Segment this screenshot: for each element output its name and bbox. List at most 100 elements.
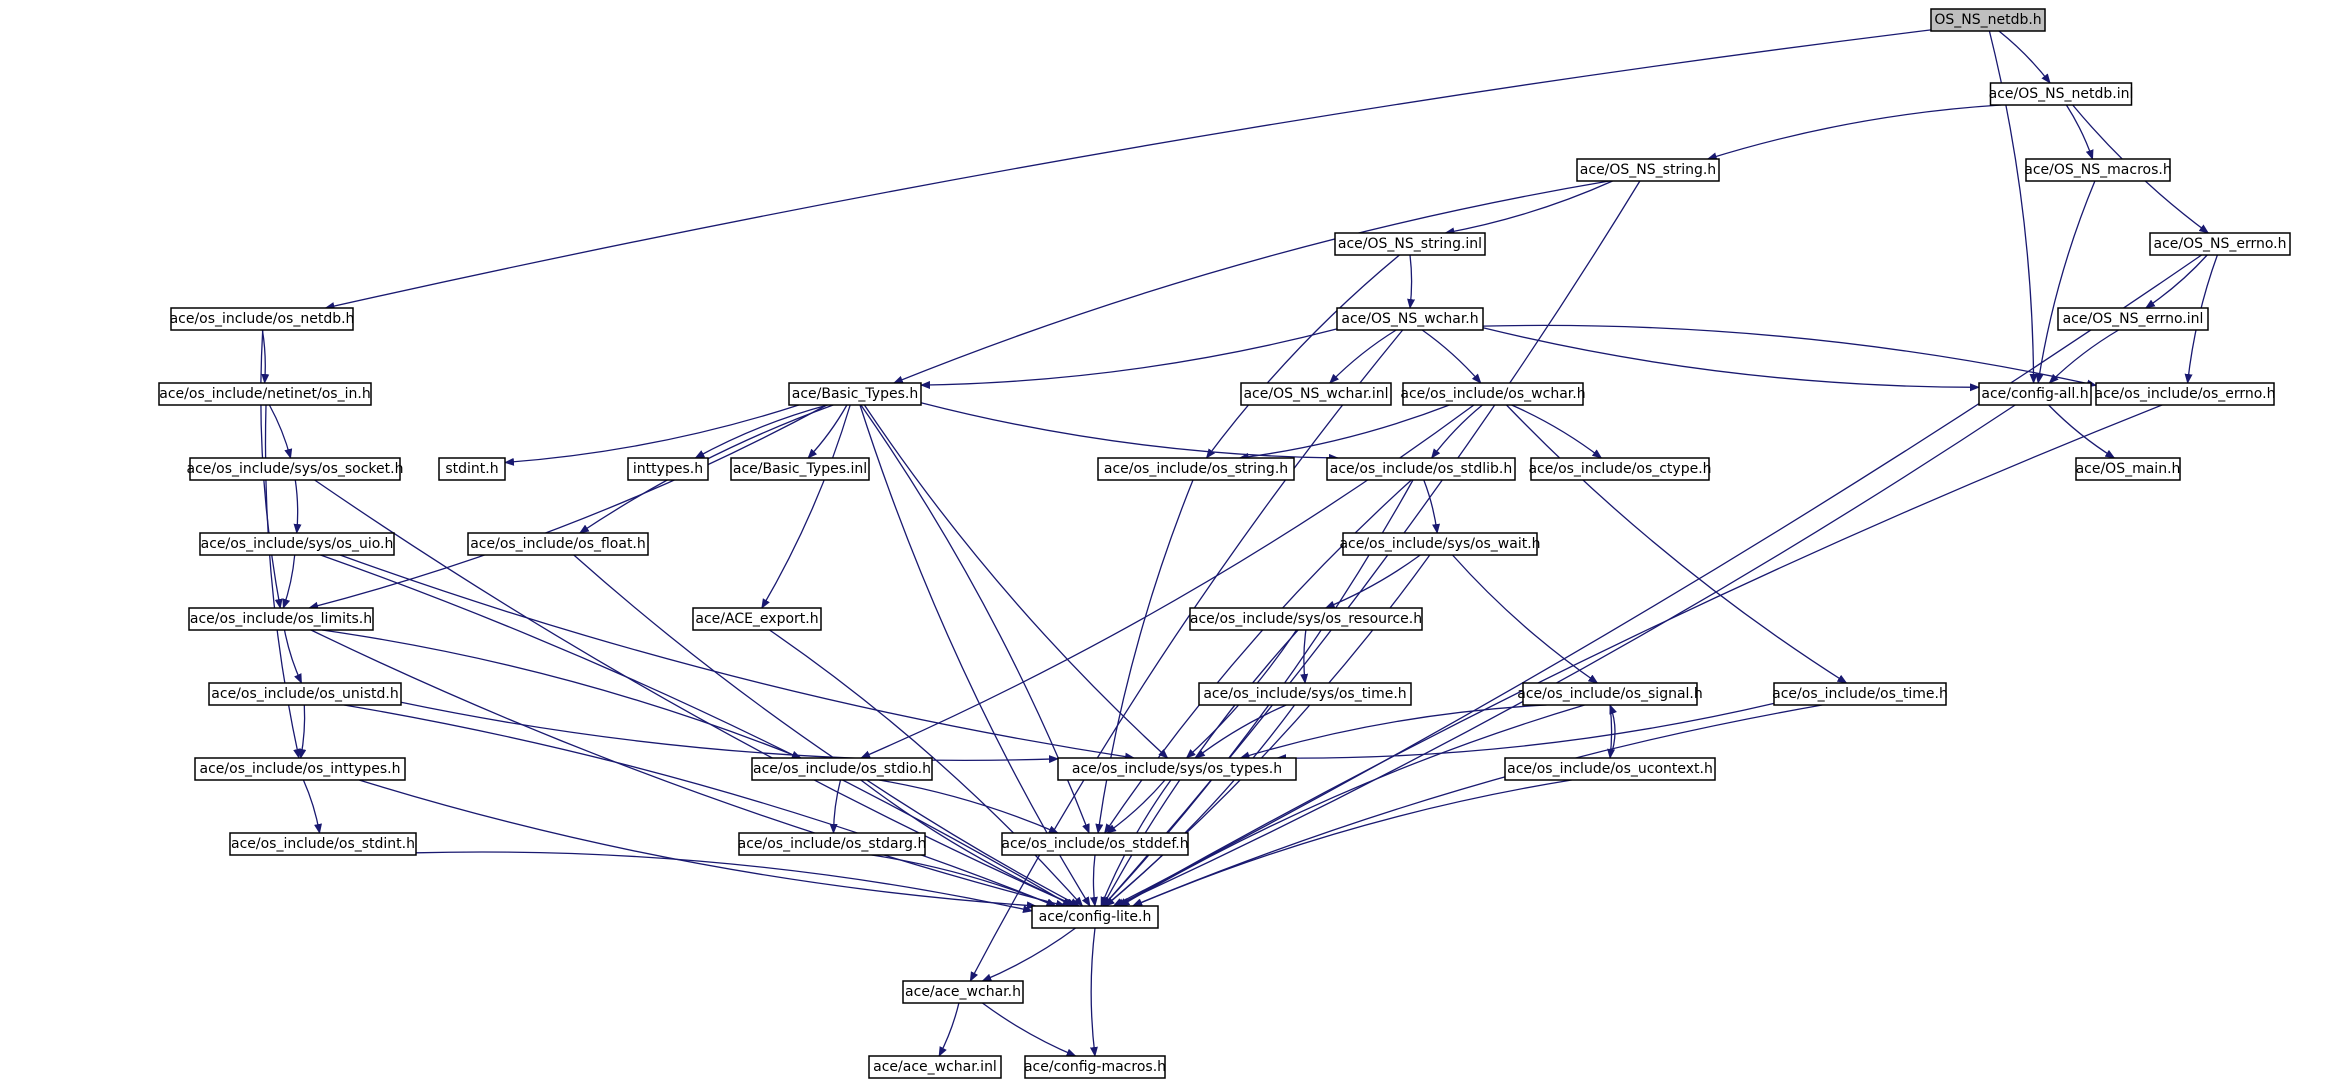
node-box bbox=[751, 757, 933, 781]
node-netdb-inl[interactable]: ace/OS_NS_netdb.inl bbox=[1989, 82, 2134, 106]
node-os-unistd-h[interactable]: ace/os_include/os_unistd.h bbox=[208, 682, 402, 706]
node-ns-string-inl[interactable]: ace/OS_NS_string.inl bbox=[1334, 232, 1486, 256]
node-basic-types-inl[interactable]: ace/Basic_Types.inl bbox=[730, 457, 870, 481]
edge-os_ucontext_h-to-config_lite_h bbox=[1132, 779, 1572, 907]
node-label: ace/os_include/netinet/os_in.h bbox=[159, 386, 370, 402]
node-netinet-in-h[interactable]: ace/os_include/netinet/os_in.h bbox=[158, 382, 372, 406]
node-os-wchar-h[interactable]: ace/os_include/os_wchar.h bbox=[1400, 382, 1586, 406]
node-label: ace/os_include/os_stddef.h bbox=[1001, 836, 1188, 852]
edge-os_wchar_h-to-os_stdlib_h bbox=[1430, 404, 1483, 459]
edge-os_unistd_h-to-os_inttypes_h bbox=[298, 704, 307, 759]
edge-os_signal_h-to-os_ucontext_h bbox=[1607, 704, 1616, 759]
node-os-stdint-h[interactable]: ace/os_include/os_stdint.h bbox=[229, 832, 417, 856]
node-os-main-h[interactable]: ace/OS_main.h bbox=[2075, 457, 2181, 481]
node-label: ace/config-all.h bbox=[1981, 386, 2088, 402]
node-box bbox=[1198, 682, 1412, 706]
node-label: ace/OS_NS_macros.h bbox=[2024, 162, 2171, 178]
node-box bbox=[170, 307, 354, 331]
node-os-time-h[interactable]: ace/os_include/os_time.h bbox=[1772, 682, 1948, 706]
edge-ns_wchar_h-to-basic_types_h bbox=[920, 328, 1338, 389]
edge-netinet_in_h-to-os_socket_h bbox=[268, 404, 293, 459]
node-box bbox=[1031, 905, 1159, 929]
node-os-uio-h[interactable]: ace/os_include/sys/os_uio.h bbox=[199, 532, 395, 556]
edge-os_time_h-to-config_lite_h bbox=[1131, 704, 1823, 907]
node-os-ucontext-h[interactable]: ace/os_include/os_ucontext.h bbox=[1504, 757, 1716, 781]
node-label: ace/os_include/sys/os_uio.h bbox=[201, 536, 394, 552]
node-ace-export-h[interactable]: ace/ACE_export.h bbox=[692, 607, 822, 631]
node-os-stddef-h[interactable]: ace/os_include/os_stddef.h bbox=[1001, 832, 1189, 856]
edge-basic_types_h-to-os_limits_h bbox=[308, 404, 828, 610]
node-basic-types-h[interactable]: ace/Basic_Types.h bbox=[788, 382, 922, 406]
node-box bbox=[2057, 307, 2209, 331]
node-box bbox=[1342, 532, 1538, 556]
edge-sys_os_time_h-to-sys_os_types_h bbox=[1195, 704, 1287, 759]
node-box bbox=[1326, 457, 1516, 481]
node-os-signal-h[interactable]: ace/os_include/os_signal.h bbox=[1517, 682, 1703, 706]
node-box bbox=[1773, 682, 1947, 706]
edge-ns_string_h-to-basic_types_h bbox=[892, 180, 1610, 384]
edge-os_wchar_h-to-os_time_h bbox=[1506, 404, 1848, 684]
edge-os_stdlib_h-to-os_wait_h bbox=[1423, 479, 1441, 534]
node-label: ace/Basic_Types.h bbox=[792, 386, 918, 402]
edge-os_wait_h-to-os_signal_h bbox=[1452, 554, 1599, 684]
node-ns-errno-h[interactable]: ace/OS_NS_errno.h bbox=[2149, 232, 2291, 256]
edge-os_wait_h-to-os_resource_h bbox=[1324, 554, 1421, 609]
node-os-errno-h[interactable]: ace/os_include/os_errno.h bbox=[2095, 382, 2276, 406]
node-label: ace/OS_NS_errno.h bbox=[2153, 236, 2286, 252]
node-inttypes-h[interactable]: inttypes.h bbox=[627, 457, 709, 481]
node-os-float-h[interactable]: ace/os_include/os_float.h bbox=[467, 532, 649, 556]
node-os-stdio-h[interactable]: ace/os_include/os_stdio.h bbox=[751, 757, 933, 781]
node-os-socket-h[interactable]: ace/os_include/sys/os_socket.h bbox=[187, 457, 404, 481]
node-label: ace/os_include/sys/os_types.h bbox=[1072, 761, 1282, 777]
node-box bbox=[208, 682, 402, 706]
node-os-netdb-h[interactable]: ace/os_include/os_netdb.h bbox=[170, 307, 355, 331]
node-os-resource-h[interactable]: ace/os_include/sys/os_resource.h bbox=[1189, 607, 1423, 631]
node-config-lite-h[interactable]: ace/config-lite.h bbox=[1031, 905, 1159, 929]
edge-ns_wchar_h-to-os_errno_h bbox=[1482, 324, 2097, 388]
node-label: ace/config-macros.h bbox=[1024, 1059, 1166, 1075]
node-ns-string-h[interactable]: ace/OS_NS_string.h bbox=[1576, 158, 1720, 182]
node-config-all-h[interactable]: ace/config-all.h bbox=[1978, 382, 2092, 406]
node-os-stdlib-h[interactable]: ace/os_include/os_stdlib.h bbox=[1326, 457, 1516, 481]
node-os-stdarg-h[interactable]: ace/os_include/os_stdarg.h bbox=[738, 832, 927, 856]
node-ns-wchar-inl[interactable]: ace/OS_NS_wchar.inl bbox=[1240, 382, 1392, 406]
edge-os_string_h-to-os_stddef_h bbox=[1095, 479, 1194, 834]
node-stdint-h[interactable]: stdint.h bbox=[438, 457, 506, 481]
node-label: ace/OS_NS_wchar.inl bbox=[1243, 386, 1388, 402]
node-ns-wchar-h[interactable]: ace/OS_NS_wchar.h bbox=[1336, 307, 1484, 331]
node-box bbox=[1334, 232, 1486, 256]
node-label: ace/os_include/os_float.h bbox=[470, 536, 646, 552]
node-os-wait-h[interactable]: ace/os_include/sys/os_wait.h bbox=[1339, 532, 1541, 556]
node-config-macros-h[interactable]: ace/config-macros.h bbox=[1024, 1055, 1166, 1079]
node-ns-errno-inl[interactable]: ace/OS_NS_errno.inl bbox=[2057, 307, 2209, 331]
node-root[interactable]: OS_NS_netdb.h bbox=[1930, 8, 2046, 32]
node-label: ace/os_include/os_string.h bbox=[1104, 461, 1288, 477]
node-os-limits-h[interactable]: ace/os_include/os_limits.h bbox=[188, 607, 374, 631]
edge-ns_macros_h-to-config_all_h bbox=[2035, 180, 2096, 384]
node-ace-wchar-h[interactable]: ace/ace_wchar.h bbox=[902, 980, 1024, 1004]
node-ns-macros-h[interactable]: ace/OS_NS_macros.h bbox=[2024, 158, 2172, 182]
node-label: ace/os_include/sys/os_time.h bbox=[1203, 686, 1406, 702]
node-label: ace/os_include/os_stdarg.h bbox=[738, 836, 927, 852]
edge-os_stdarg_h-to-config_lite_h bbox=[871, 854, 1057, 907]
node-ace-wchar-inl[interactable]: ace/ace_wchar.inl bbox=[868, 1055, 1002, 1079]
node-box bbox=[730, 457, 870, 481]
node-box bbox=[467, 532, 649, 556]
node-label: ace/os_include/os_stdio.h bbox=[753, 761, 931, 777]
node-label: ace/os_include/os_unistd.h bbox=[211, 686, 398, 702]
node-sys-os-types-h[interactable]: ace/os_include/sys/os_types.h bbox=[1057, 757, 1297, 781]
node-box bbox=[1504, 757, 1716, 781]
edge-os_uio_h-to-sys_os_types_h bbox=[339, 554, 1135, 761]
node-os-ctype-h[interactable]: ace/os_include/os_ctype.h bbox=[1528, 457, 1712, 481]
edge-basic_types_h-to-config_lite_h bbox=[859, 404, 1091, 907]
edge-os_socket_h-to-os_uio_h bbox=[293, 479, 302, 534]
edge-os_stdio_h-to-config_lite_h bbox=[860, 779, 1078, 907]
node-os-string-h[interactable]: ace/os_include/os_string.h bbox=[1097, 457, 1295, 481]
edge-config_all_h-to-config_lite_h bbox=[1113, 404, 2016, 907]
node-label: ace/os_include/os_time.h bbox=[1772, 686, 1948, 702]
node-label: ace/os_include/sys/os_wait.h bbox=[1339, 536, 1540, 552]
edge-ns_wchar_h-to-config_all_h bbox=[1482, 327, 1980, 392]
node-os-inttypes-h[interactable]: ace/os_include/os_inttypes.h bbox=[194, 757, 406, 781]
node-sys-os-time-h[interactable]: ace/os_include/sys/os_time.h bbox=[1198, 682, 1412, 706]
node-box bbox=[1402, 382, 1584, 406]
